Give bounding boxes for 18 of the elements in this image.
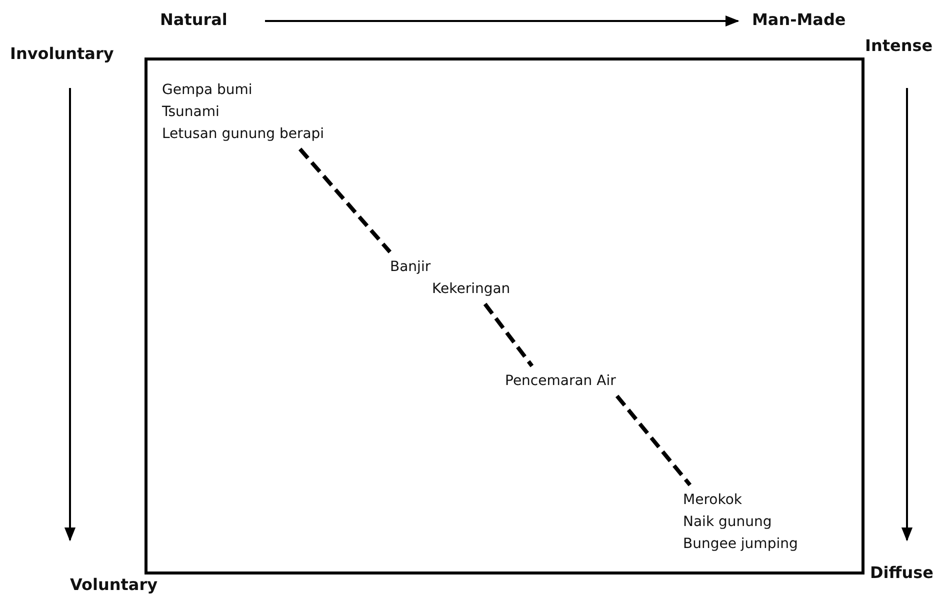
dashed-connector (615, 394, 692, 486)
axis-label: Voluntary (70, 575, 158, 594)
text-label: Merokok (683, 491, 743, 510)
text-label: Bungee jumping (683, 535, 798, 554)
axis-label: Diffuse (870, 563, 934, 582)
dashed-connector (298, 148, 392, 254)
dashed-connector (483, 302, 534, 368)
axis-label: Man-Made (752, 10, 846, 29)
axis-label: Intense (865, 36, 933, 55)
text-label: Tsunami (162, 103, 220, 122)
axis-label: Involuntary (10, 44, 114, 63)
text-label: Pencemaran Air (505, 372, 616, 391)
text-label: Gempa bumi (162, 81, 254, 100)
text-label: Naik gunung (683, 513, 773, 532)
text-label: Banjir (390, 258, 431, 277)
axis-label: Natural (160, 10, 228, 29)
text-label: Letusan gunung berapi (162, 125, 324, 144)
text-label: Kekeringan (432, 280, 510, 299)
